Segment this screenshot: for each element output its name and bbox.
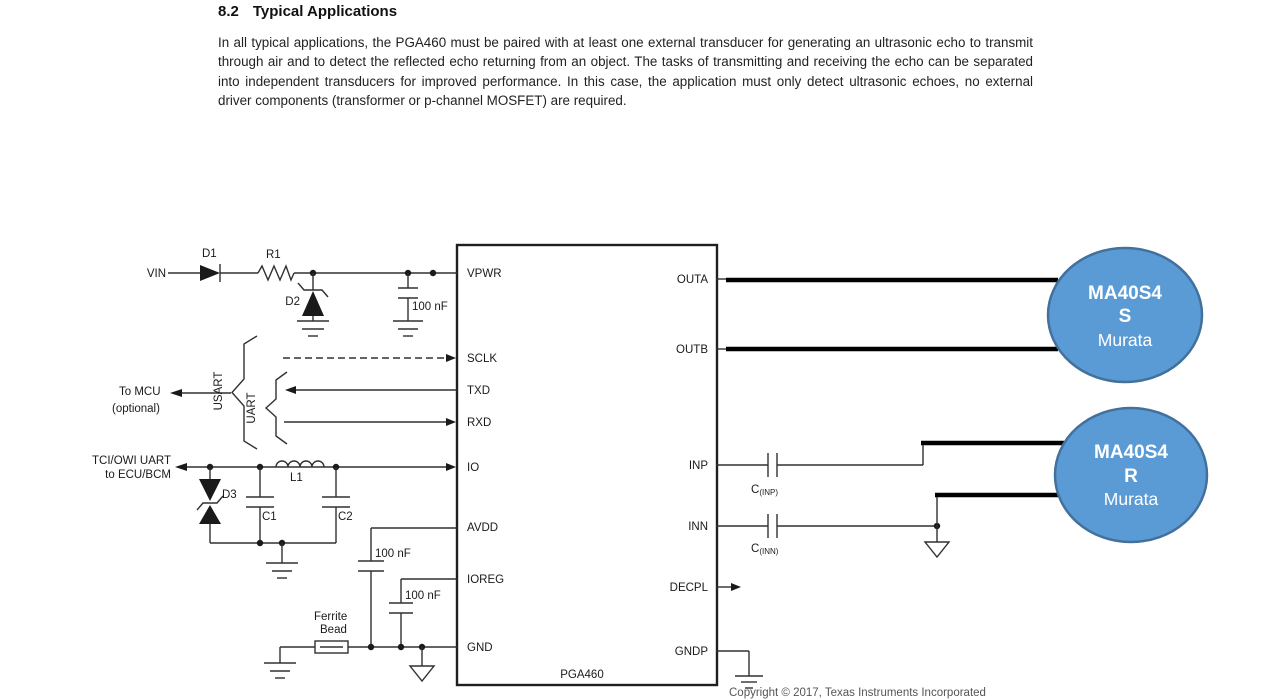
- ground-symbol: [297, 320, 329, 337]
- usart-brace: [231, 335, 258, 450]
- mcu-label-line1: To MCU: [119, 386, 161, 398]
- uart-label: UART: [246, 392, 258, 423]
- d2-label: D2: [285, 296, 300, 308]
- pin-label-inp: INP: [689, 460, 709, 472]
- vpwr-net: VIN D1 R1: [147, 248, 457, 337]
- ground-symbol: [266, 562, 298, 579]
- c2-label: C2: [338, 511, 353, 523]
- avdd-net: 100 nF: [358, 527, 457, 647]
- mcu-label-line2: (optional): [112, 403, 160, 415]
- ioreg-net: 100 nF: [389, 578, 457, 647]
- transducer-tx-bubble: [1048, 248, 1202, 382]
- tvs-diode-d3: D3: [196, 467, 237, 543]
- gndp-net: [716, 650, 763, 689]
- transducer-rx-variant: R: [1124, 466, 1138, 487]
- transducer-rx: MA40S4 R Murata: [1053, 406, 1209, 544]
- section-heading: 8.2 Typical Applications: [218, 3, 397, 20]
- pga460-chip: PGA460 VPWR SCLK TXD RXD IO AVDD IOREG G…: [455, 243, 719, 687]
- txd-wire: [285, 386, 457, 394]
- arrow-right-icon: [731, 583, 741, 591]
- r1-label: R1: [266, 249, 281, 261]
- chip-part-number: PGA460: [560, 669, 603, 681]
- pin-label-io: IO: [467, 462, 479, 474]
- tci-label-line2: to ECU/BCM: [105, 469, 171, 481]
- pin-label-ioreg: IOREG: [467, 574, 504, 586]
- chassis-ground-icon: [408, 665, 436, 683]
- usart-label: USART: [213, 372, 225, 411]
- rxd-wire: [284, 418, 456, 426]
- pin-label-sclk: SCLK: [467, 353, 497, 365]
- pin-label-txd: TXD: [467, 385, 490, 397]
- ferrite-bead: Ferrite Bead: [314, 611, 349, 654]
- resistor-r1: R1: [257, 249, 295, 282]
- section-number: 8.2: [218, 3, 239, 20]
- ferrite-label-line1: Ferrite: [314, 611, 347, 623]
- transducer-nets: C(INP) C(INN): [716, 277, 1064, 689]
- transducer-tx-model: MA40S4: [1088, 283, 1162, 304]
- inductor-l1: L1: [275, 460, 325, 484]
- transducer-tx-variant: S: [1119, 306, 1132, 327]
- ground-symbol: [393, 320, 423, 337]
- vpwr-cap-value: 100 nF: [412, 301, 448, 313]
- pin-label-rxd: RXD: [467, 417, 491, 429]
- uart-brace: [264, 371, 288, 445]
- vpwr-decoupling-cap: 100 nF: [393, 273, 448, 337]
- chip-outline: [455, 243, 719, 687]
- pin-label-avdd: AVDD: [467, 522, 498, 534]
- pin-label-gndp: GNDP: [675, 646, 709, 658]
- cap-c2: C2: [322, 467, 353, 543]
- transducer-tx: MA40S4 S Murata: [1046, 246, 1204, 384]
- pin-label-decpl: DECPL: [670, 582, 709, 594]
- arrow-left-icon: [170, 389, 182, 397]
- ioreg-cap-value: 100 nF: [405, 590, 441, 602]
- vin-label: VIN: [147, 268, 166, 280]
- c1-label: C1: [262, 511, 277, 523]
- pin-label-outb: OUTB: [676, 344, 708, 356]
- io-net: TCI/OWI UART to ECU/BCM D3 L1: [92, 455, 456, 579]
- ground-symbol: [735, 675, 763, 689]
- l1-label: L1: [290, 472, 303, 484]
- section-title: Typical Applications: [252, 3, 398, 20]
- transducer-rx-vendor: Murata: [1104, 489, 1159, 509]
- arrow-right-icon: [446, 354, 456, 362]
- chassis-ground-icon: [923, 541, 951, 559]
- tci-label-line1: TCI/OWI UART: [92, 455, 171, 467]
- copyright-notice: Copyright © 2017, Texas Instruments Inco…: [729, 687, 986, 699]
- arrow-left-icon: [175, 463, 187, 471]
- sclk-wire: [283, 354, 456, 362]
- pin-label-outa: OUTA: [677, 274, 708, 286]
- d1-label: D1: [202, 248, 217, 260]
- transducer-tx-vendor: Murata: [1098, 330, 1153, 350]
- pin-label-gnd: GND: [467, 642, 493, 654]
- cinp-label: C(INP): [751, 484, 778, 497]
- pin-label-vpwr: VPWR: [467, 268, 502, 280]
- decpl-net: [716, 583, 741, 591]
- ground-symbol: [264, 662, 296, 679]
- usart-interface: To MCU (optional) USART UART: [112, 335, 457, 450]
- ferrite-label-line2: Bead: [320, 624, 347, 636]
- transducer-rx-bubble: [1055, 408, 1207, 542]
- pin-label-inn: INN: [688, 521, 708, 533]
- inn-net: C(INN): [716, 492, 1064, 559]
- d3-label: D3: [222, 489, 237, 501]
- diode-d1: D1: [200, 248, 221, 282]
- gnd-net: Ferrite Bead: [264, 611, 457, 683]
- avdd-cap-value: 100 nF: [375, 548, 411, 560]
- arrow-right-icon: [446, 418, 456, 426]
- cap-c1: C1: [246, 467, 277, 543]
- zener-d2: D2: [285, 273, 329, 337]
- arrow-left-icon: [285, 386, 296, 394]
- arrow-right-icon: [446, 463, 456, 471]
- transducer-rx-model: MA40S4: [1094, 442, 1168, 463]
- body-paragraph: In all typical applications, the PGA460 …: [218, 35, 1033, 109]
- cinn-label: C(INN): [751, 543, 779, 556]
- inp-net: C(INP): [716, 440, 1064, 497]
